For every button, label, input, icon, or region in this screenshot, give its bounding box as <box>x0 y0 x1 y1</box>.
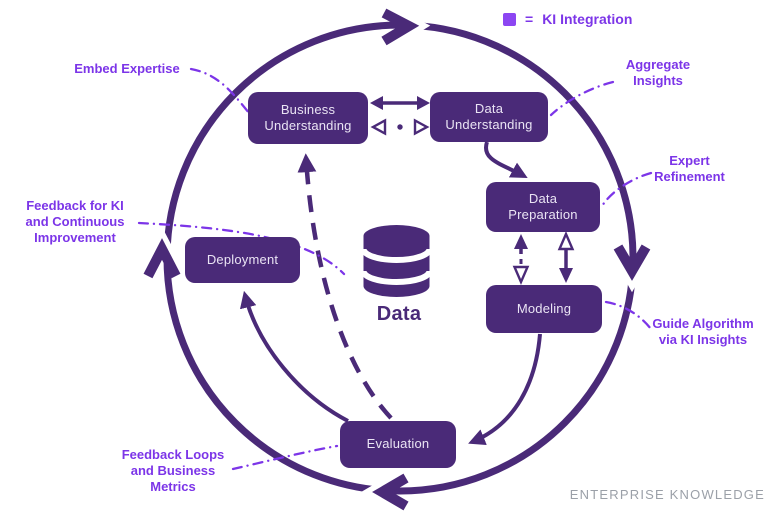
annotation-embed-expertise: Embed Expertise <box>74 61 180 76</box>
stage-business-understanding: Business Understanding <box>248 92 368 144</box>
legend-equals: = <box>525 11 534 27</box>
open-arrowhead <box>370 118 387 136</box>
arrowhead <box>417 96 430 110</box>
arrowhead <box>370 96 383 110</box>
chevron-up-icon <box>143 238 181 279</box>
stage-deployment: Deployment <box>185 237 300 283</box>
arrow-evaluation-deployment <box>239 290 349 423</box>
arrow-modeling-evaluation <box>468 333 542 445</box>
arrowhead-up <box>514 234 528 249</box>
connector-embed-expertise <box>189 67 251 115</box>
open-arrowhead-up <box>557 230 575 251</box>
ki-square-icon <box>503 12 516 26</box>
stage-data-understanding: Data Understanding <box>430 92 548 142</box>
chevron-right-icon <box>381 8 420 46</box>
connector-guide-algorithm <box>604 300 653 331</box>
connector-aggregate-insights <box>549 80 615 117</box>
annotation-guide-algorithm: Guide Algorithm via KI Insights <box>652 316 754 347</box>
stage-evaluation: Evaluation <box>340 421 456 468</box>
connector-feedback-ki <box>137 221 346 276</box>
database-icon <box>360 225 433 297</box>
dot <box>397 124 403 130</box>
arrow-evaluation-bu-dashed <box>297 153 393 420</box>
brand-enterprise-knowledge: ENTERPRISE KNOWLEDGE <box>569 487 765 502</box>
stage-modeling: Modeling <box>486 285 602 333</box>
arrow-du-dp <box>483 141 528 179</box>
chevron-left-icon <box>372 473 409 511</box>
open-arrowhead <box>413 118 430 136</box>
annotation-expert-refinement: Expert Refinement <box>654 153 725 184</box>
open-arrowhead-down <box>512 265 530 286</box>
annotation-feedback-ki: Feedback for KI and Continuous Improveme… <box>25 198 125 245</box>
connector-expert-refinement <box>600 171 653 208</box>
arrowhead-down <box>559 268 573 283</box>
legend-ki-integration: = KI Integration <box>503 11 632 27</box>
data-label: Data <box>376 303 422 325</box>
annotation-aggregate-insights: Aggregate Insights <box>625 57 691 88</box>
legend-label: KI Integration <box>542 11 633 27</box>
stage-data-preparation: Data Preparation <box>486 182 600 232</box>
annotation-feedback-loops: Feedback Loops and Business Metrics <box>121 447 225 494</box>
chevron-down-icon <box>613 244 651 281</box>
